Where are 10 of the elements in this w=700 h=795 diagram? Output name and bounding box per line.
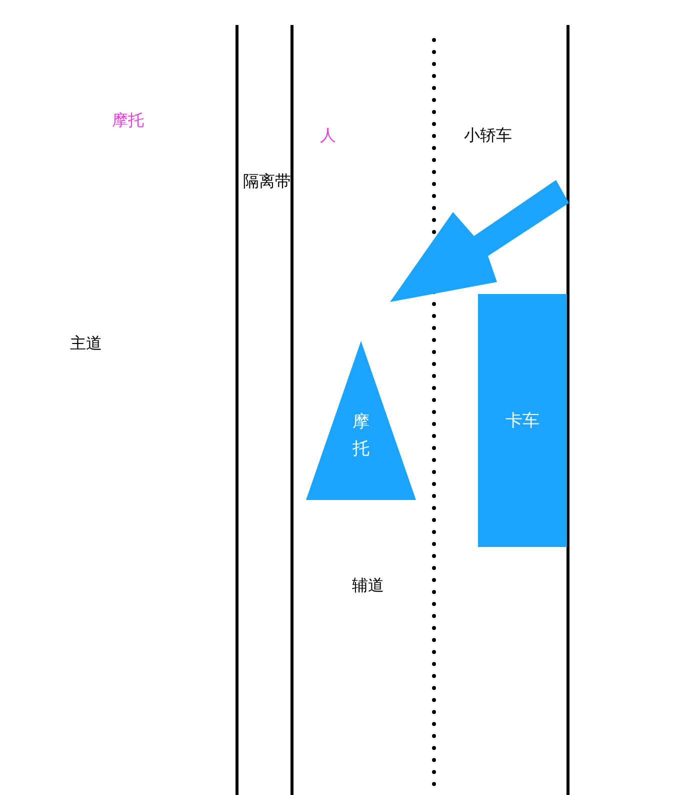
truck-label: 卡车 [506, 410, 540, 433]
road-label: 隔离带 [243, 171, 291, 191]
road-label: 辅道 [352, 575, 384, 595]
road-label: 主道 [70, 333, 102, 353]
truck-box [478, 294, 567, 547]
vehicle-label: 摩托 [112, 110, 144, 130]
motorcycle-triangle [306, 341, 416, 500]
vehicle-label: 小轿车 [464, 125, 512, 145]
motorcycle-label: 摩托 [352, 411, 370, 462]
vehicle-label: 人 [320, 125, 336, 145]
